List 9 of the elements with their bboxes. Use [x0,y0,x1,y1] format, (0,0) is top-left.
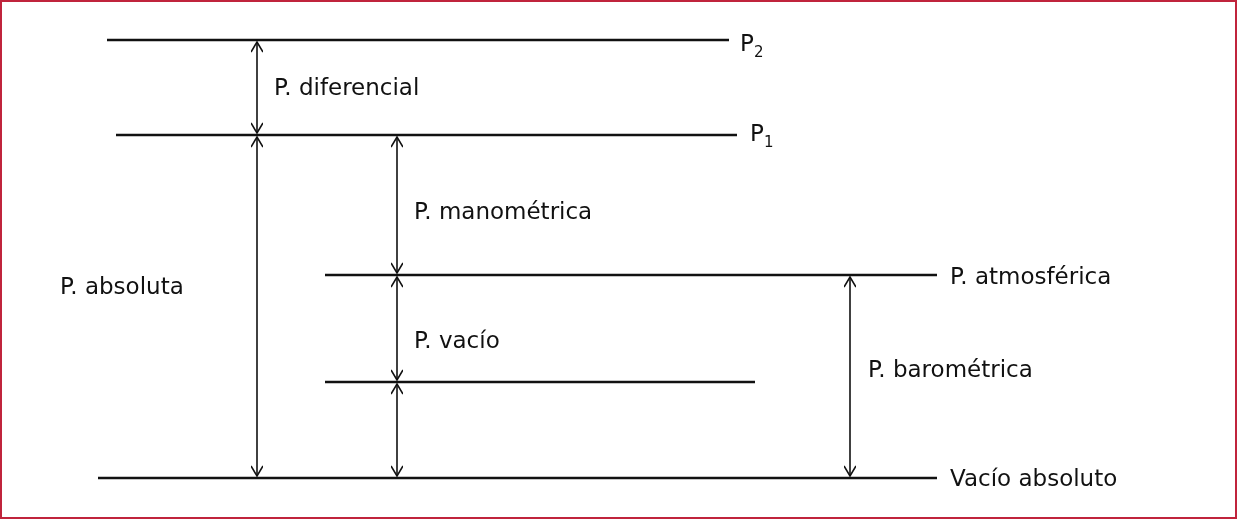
level-label: P. atmosférica [950,265,1112,288]
pressure-label: P. absoluta [60,275,184,298]
level-label: P$_{2}$ [740,32,764,60]
level-label: Vacío absoluto [950,467,1118,490]
pressure-label: P. diferencial [274,76,420,99]
pressure-label: P. manométrica [414,200,593,223]
level-label: P$_{1}$ [750,122,774,150]
pressure-label: P. barométrica [868,358,1033,381]
pressure-label: P. vacío [414,329,500,352]
